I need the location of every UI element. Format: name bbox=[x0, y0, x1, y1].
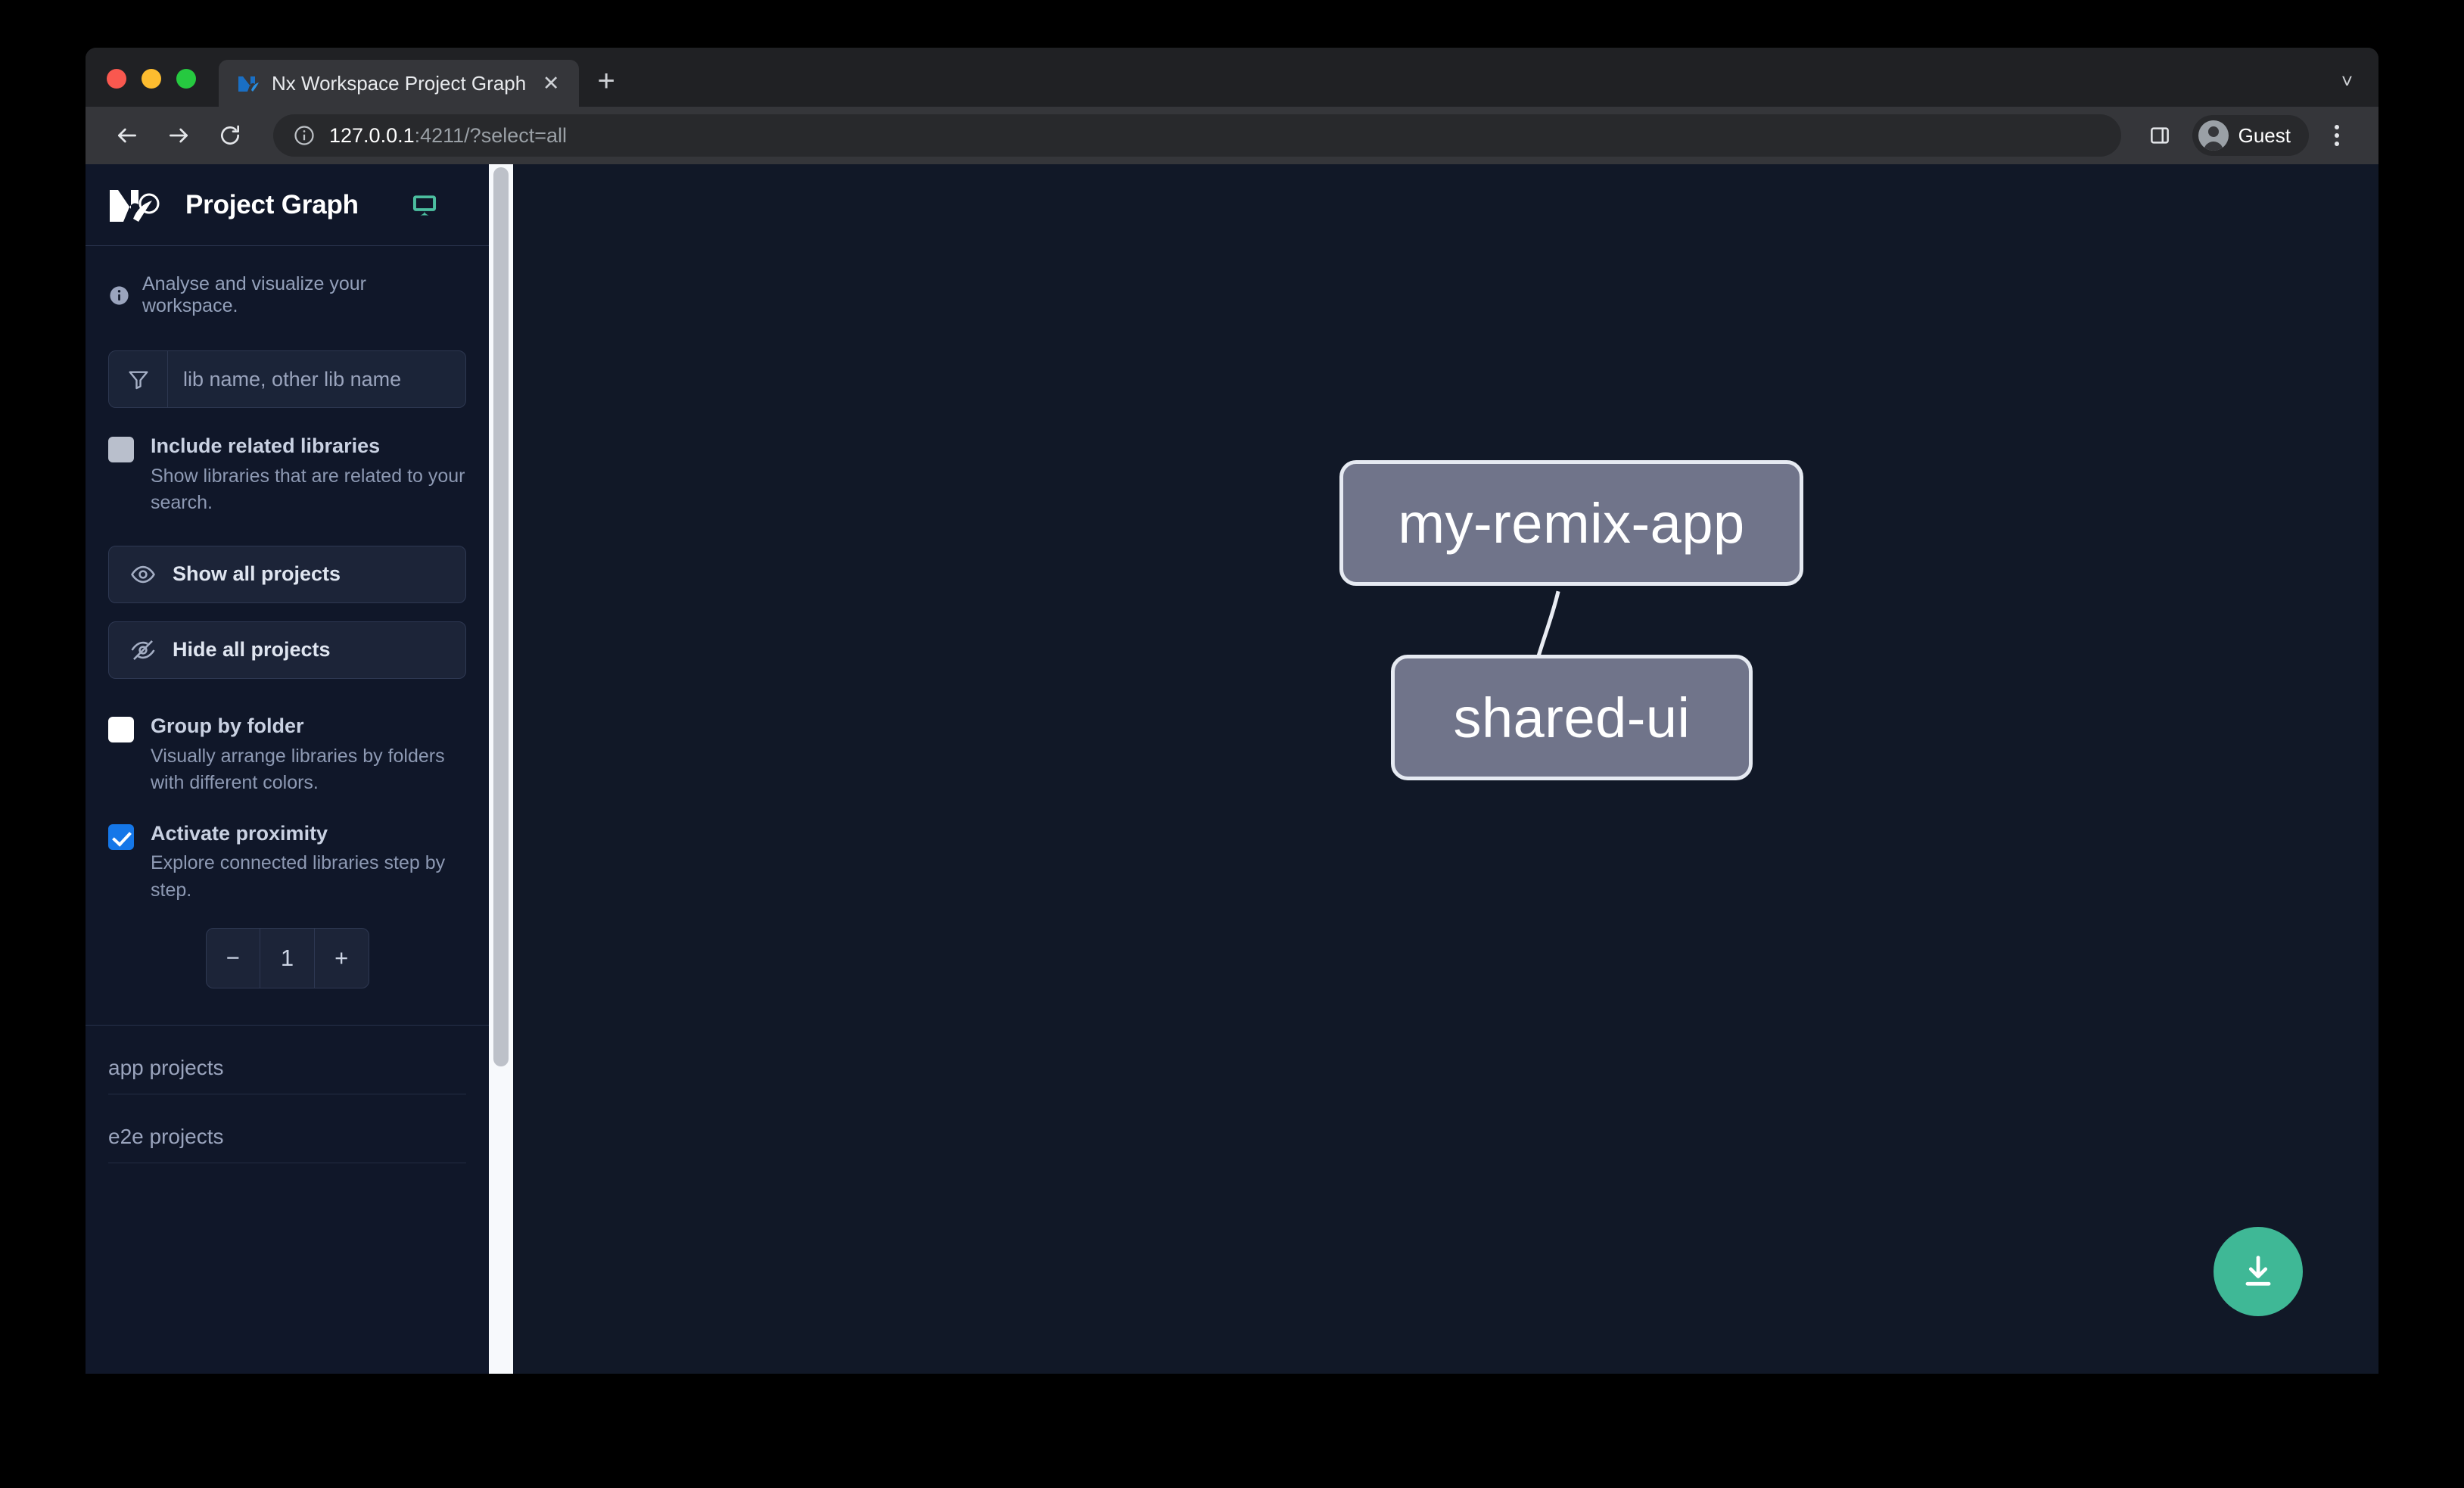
profile-button[interactable]: Guest bbox=[2192, 115, 2309, 156]
minimize-window-button[interactable] bbox=[142, 69, 161, 89]
proximity-stepper: − 1 + bbox=[205, 928, 369, 989]
show-all-projects-button[interactable]: Show all projects bbox=[108, 545, 466, 603]
info-circle-icon[interactable] bbox=[293, 124, 316, 147]
project-group-app: app projects bbox=[86, 1026, 489, 1095]
graph-node-my-remix-app[interactable]: my-remix-app bbox=[1339, 460, 1803, 586]
app-projects-heading[interactable]: app projects bbox=[108, 1026, 466, 1095]
option-description: Show libraries that are related to your … bbox=[151, 465, 465, 514]
reload-icon[interactable] bbox=[208, 114, 252, 157]
back-arrow-icon[interactable] bbox=[105, 114, 149, 157]
window-controls bbox=[107, 69, 196, 107]
browser-tab[interactable]: Nx Workspace Project Graph ✕ bbox=[219, 60, 580, 107]
eye-icon bbox=[130, 562, 156, 587]
option-label: Include related libraries bbox=[151, 434, 381, 457]
search-input[interactable] bbox=[168, 351, 466, 407]
tab-title: Nx Workspace Project Graph bbox=[272, 71, 527, 95]
workspace-info: Analyse and visualize your workspace. bbox=[86, 246, 489, 317]
e2e-projects-heading[interactable]: e2e projects bbox=[108, 1094, 466, 1164]
workspace-info-text: Analyse and visualize your workspace. bbox=[142, 273, 366, 316]
sidebar-header: Project Graph bbox=[86, 164, 489, 246]
forward-arrow-icon[interactable] bbox=[157, 114, 201, 157]
sidebar-scrollbar[interactable] bbox=[489, 164, 513, 1374]
kebab-menu-icon[interactable] bbox=[2316, 115, 2357, 156]
hide-all-projects-button[interactable]: Hide all projects bbox=[108, 621, 466, 679]
chevron-down-icon[interactable]: ˅ bbox=[2341, 70, 2353, 92]
eye-off-icon bbox=[130, 637, 156, 663]
download-icon bbox=[2245, 1256, 2271, 1286]
option-include-related-libraries: Include related libraries Show libraries… bbox=[86, 408, 489, 517]
activate-proximity-checkbox[interactable] bbox=[108, 823, 134, 850]
plus-icon[interactable]: + bbox=[597, 64, 615, 98]
maximize-window-button[interactable] bbox=[176, 69, 196, 89]
url-text: 127.0.0.1:4211/?select=all bbox=[329, 124, 567, 148]
close-icon[interactable]: ✕ bbox=[542, 71, 560, 95]
avatar-icon bbox=[2198, 120, 2229, 151]
sidebar-scrollbar-thumb[interactable] bbox=[493, 167, 509, 1066]
project-group-e2e: e2e projects bbox=[86, 1094, 489, 1164]
profile-label: Guest bbox=[2238, 123, 2291, 147]
page-body: Project Graph Analyse and visualize your… bbox=[86, 164, 2378, 1374]
group-by-folder-checkbox[interactable] bbox=[108, 716, 134, 742]
browser-toolbar: 127.0.0.1:4211/?select=all Guest bbox=[86, 107, 2378, 164]
url-host: 127.0.0.1 bbox=[329, 123, 415, 147]
show-all-projects-label: Show all projects bbox=[173, 562, 341, 586]
side-panel-icon[interactable] bbox=[2139, 115, 2180, 156]
sidebar: Project Graph Analyse and visualize your… bbox=[86, 164, 489, 1374]
address-bar[interactable]: 127.0.0.1:4211/?select=all bbox=[273, 114, 2121, 157]
filter-box[interactable] bbox=[108, 350, 466, 408]
graph-node-label: my-remix-app bbox=[1398, 491, 1745, 555]
option-activate-proximity: Activate proximity Explore connected lib… bbox=[86, 797, 489, 904]
proximity-increment-button[interactable]: + bbox=[313, 929, 369, 988]
proximity-decrement-button[interactable]: − bbox=[226, 945, 240, 972]
option-group-by-folder: Group by folder Visually arrange librari… bbox=[86, 679, 489, 797]
browser-window: Nx Workspace Project Graph ✕ + ˅ 127 bbox=[86, 48, 2378, 1374]
close-window-button[interactable] bbox=[107, 69, 126, 89]
graph-node-shared-ui[interactable]: shared-ui bbox=[1391, 655, 1753, 780]
option-label: Group by folder bbox=[151, 714, 304, 737]
graph-node-label: shared-ui bbox=[1453, 686, 1691, 749]
sidebar-content: Analyse and visualize your workspace. bbox=[86, 246, 489, 1374]
page-title: Project Graph bbox=[185, 189, 359, 219]
monitor-icon[interactable] bbox=[410, 191, 439, 219]
url-path: :4211/?select=all bbox=[414, 123, 568, 147]
info-icon bbox=[110, 285, 129, 305]
download-image-button[interactable] bbox=[2214, 1227, 2303, 1316]
project-graph-canvas[interactable]: my-remix-app shared-ui bbox=[489, 164, 2378, 1374]
filter-funnel-icon bbox=[109, 351, 168, 407]
hide-all-projects-label: Hide all projects bbox=[173, 638, 331, 662]
option-description: Explore connected libraries step by step… bbox=[151, 852, 446, 901]
option-description: Visually arrange libraries by folders wi… bbox=[151, 745, 445, 794]
option-label: Activate proximity bbox=[151, 821, 328, 845]
sidebar-divider bbox=[86, 1025, 489, 1026]
tab-strip: Nx Workspace Project Graph ✕ + ˅ bbox=[86, 48, 2378, 107]
nx-logo-icon bbox=[110, 189, 160, 222]
include-related-libraries-checkbox[interactable] bbox=[108, 437, 134, 462]
nx-favicon-icon bbox=[238, 76, 259, 92]
proximity-value: 1 bbox=[260, 929, 314, 988]
